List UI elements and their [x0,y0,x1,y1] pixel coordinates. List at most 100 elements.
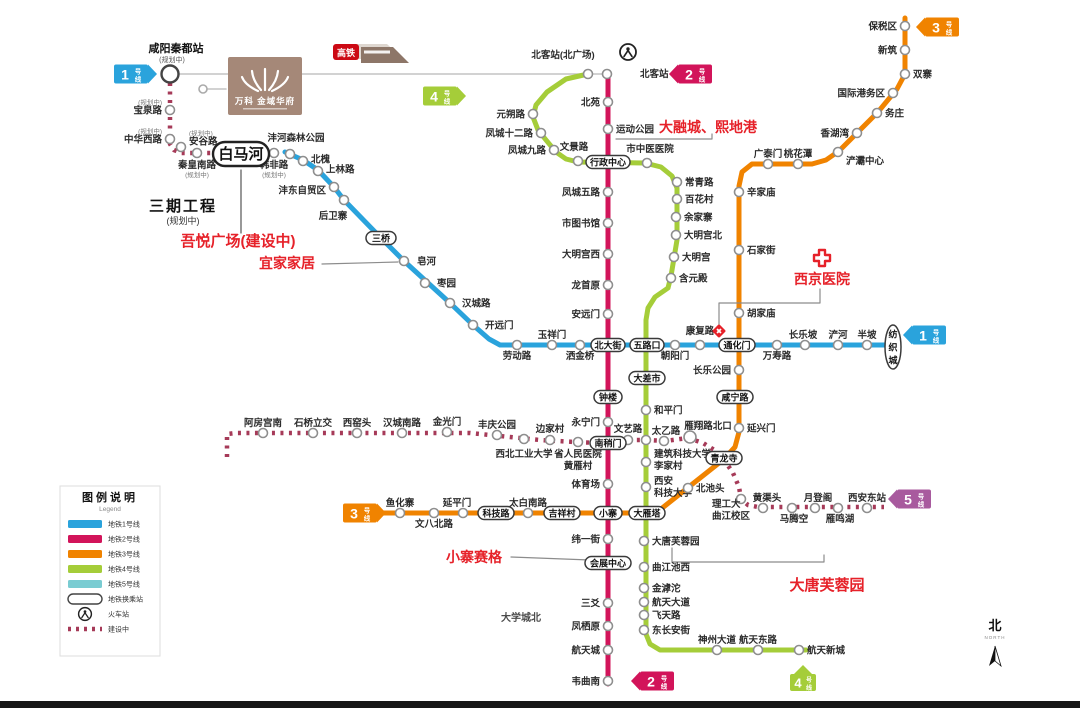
station-label: 凤栖原 [571,621,600,633]
badge-suffix: 号 [699,67,706,76]
transfer-station-label: 织 [888,342,897,353]
station-label: 石桥立交 [293,417,333,429]
railway-icon-dot [626,47,630,51]
station-dot [793,644,805,656]
station-dot [467,319,479,331]
station-label: 万寿路 [762,350,792,362]
station-dot [682,482,694,494]
station-dot [164,104,176,116]
station-dot [792,158,804,170]
station-label: 建筑科技大学 [653,448,712,460]
station-dot [441,426,453,438]
station-dot [887,87,899,99]
station-label: 西北工业大学 [495,448,553,460]
compass-sublabel: NORTH [985,635,1006,640]
station-label: 大明宫 [682,252,711,264]
hsr-marker: 高铁 [333,44,409,63]
station-dot [786,502,798,514]
hospital-small-icon [712,324,726,338]
badge-suffix: 号 [933,328,940,337]
station-dot [871,107,883,119]
leader-line [718,288,821,328]
station-dot [799,339,811,351]
station-label: 凤城十二路 [485,128,533,140]
station-label: 三爻 [581,598,601,610]
station-label: 汉城南路 [383,417,422,429]
station-dot [832,339,844,351]
station-dot [602,533,614,545]
transfer-station [705,450,743,466]
station-dot [832,146,844,158]
station-dot [535,127,547,139]
station-dot [899,44,911,56]
station-label: 市中医医院 [626,143,674,155]
station-label: 延兴门 [746,423,776,435]
station-label: 玉祥门 [538,329,567,341]
railway-icon-legs [81,611,89,619]
station-dot [733,422,745,434]
station-dot [851,127,863,139]
station-dot [669,339,681,351]
hospital-icon [812,248,832,268]
station-dot [638,624,650,636]
badge-arrow [148,64,157,84]
badge-body [912,325,946,345]
compass-label: 北 [988,618,1001,633]
station-dot [602,186,614,198]
station-label: 金滹沱 [651,583,681,595]
transfer-station [211,140,271,168]
logo-fan-icon [270,75,290,93]
badge-arrow [631,671,640,691]
station-dot [511,339,523,351]
transfer-station [716,389,754,405]
logo-fan-icon [267,69,280,92]
station-label: 皂河 [417,256,437,268]
train-icon [361,47,409,63]
station-dot [268,147,280,159]
transfer-station-label: 行政中心 [589,157,626,168]
badge-suffix: 号 [661,674,668,683]
station-label: 长乐公园 [693,365,731,377]
station-dot [638,582,650,594]
station-dot [670,229,682,241]
annotation-text: (规划中) [159,55,185,64]
station-label: 含元殿 [678,273,708,285]
badge-suffix: 号 [918,492,925,501]
station-dot [297,155,309,167]
station-dot [832,502,844,514]
logo-fan-icon [240,75,260,93]
station-dot [257,427,269,439]
station-label: 和平门 [653,405,683,417]
station-dot [809,502,821,514]
station-dot [522,507,534,519]
transfer-station-label: 大差市 [633,373,660,384]
station-label: 纬一街 [571,534,600,546]
badge-number: 5 [904,492,912,508]
transfer-station [629,337,665,353]
hsr-tag [333,44,359,60]
badge-body [640,671,674,691]
logo-fan-icon [250,69,263,92]
transfer-station [718,337,756,353]
station-dot [428,507,440,519]
badge-suffix: 线 [135,75,142,84]
railway-icon-ring [77,606,93,622]
annotation-text: 小寨赛格 [446,549,503,565]
legend-transfer-swatch [67,593,103,605]
station-sublabel: (规划中) [189,129,213,138]
station-label: 鱼化寨 [386,497,415,509]
station-label: 丰庆公园 [478,419,516,431]
station-label: 体育场 [571,479,600,491]
badge-body [925,17,959,37]
station-label: 国际港务区 [837,88,885,100]
station-dot [546,339,558,351]
hsr-tag-label: 高铁 [337,47,355,58]
station-dot [602,478,614,490]
station-dot [312,165,324,177]
station-dot [572,436,584,448]
station-label: 雁鸣湖 [826,513,855,525]
station-label: 大明宫西 [562,249,601,261]
